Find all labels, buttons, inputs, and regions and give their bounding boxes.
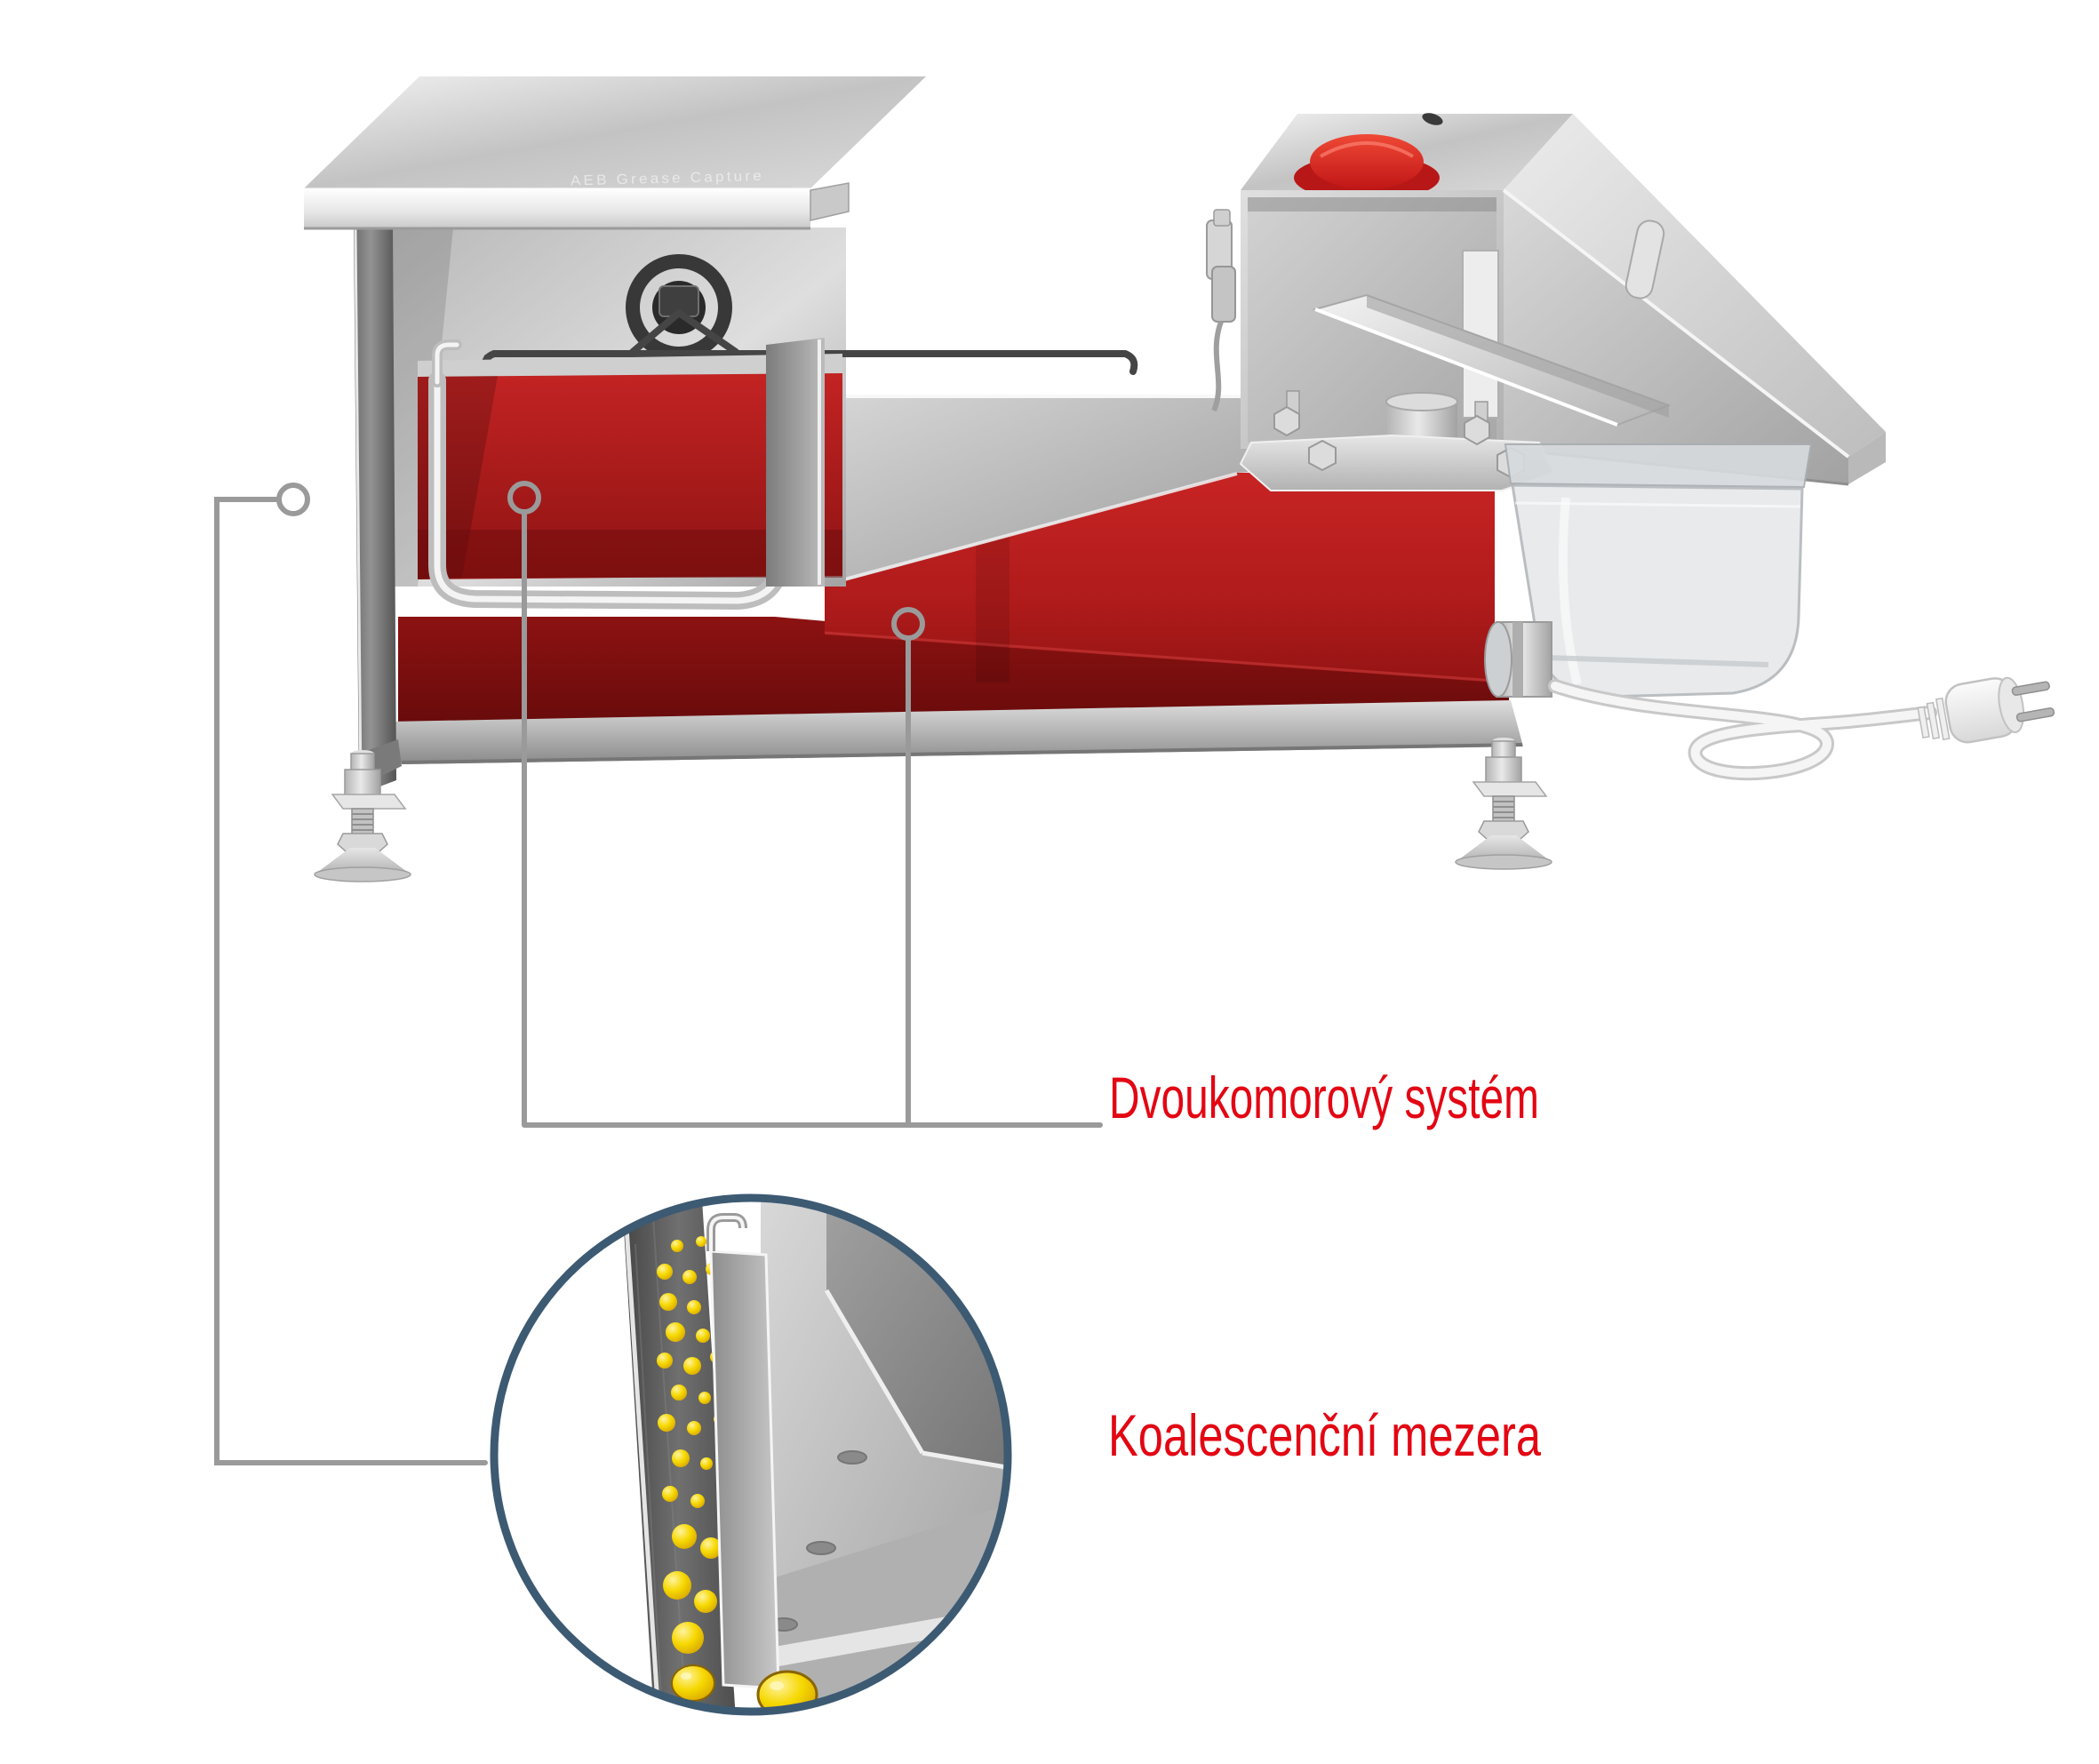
callout-coalescence-lines: [214, 483, 488, 1465]
lid-brand-text: AEB Grease Capture: [571, 169, 764, 189]
drain-fitting: [1484, 621, 1552, 698]
chassis: [391, 700, 1523, 764]
flume-floor: [825, 395, 1296, 587]
skimmer-chute: [1312, 293, 1672, 427]
power-plug-icon: [1917, 676, 2055, 744]
hood-vent-slot: [1624, 220, 1665, 299]
lid-front-fascia: [304, 188, 810, 229]
tank-lid: AEB Grease Capture: [304, 76, 926, 230]
machine-body: AEB Grease Capture: [304, 76, 2055, 882]
callout-two-chamber-lines: [507, 481, 1103, 1128]
vent-hole: [1422, 113, 1443, 125]
right-housing: [1206, 113, 1886, 491]
adjustable-foot-right: [1455, 737, 1552, 870]
lid-latch: [1206, 209, 1236, 412]
detail-circle-border: [490, 1193, 1012, 1716]
grease-container: [1484, 443, 1813, 698]
sloped-hood: [1502, 114, 1886, 486]
pump-flange: [1239, 390, 1555, 491]
power-cord: [1548, 676, 2055, 781]
chamber-divider: [766, 338, 825, 587]
inlet-tank: AEB Grease Capture: [304, 76, 1138, 794]
callout-lines: [214, 481, 1103, 1465]
callout-marker-icon: [276, 483, 310, 516]
lid-hinge-tab: [810, 182, 850, 221]
label-coalescence-gap: Koalescenční mezera: [1108, 1402, 1541, 1468]
label-two-chamber-system: Dvoukomorový systém: [1109, 1065, 1539, 1130]
coalescence-detail-view: [490, 1193, 1012, 1716]
adjustable-foot-left: [314, 750, 411, 882]
second-chamber: [398, 395, 1509, 725]
